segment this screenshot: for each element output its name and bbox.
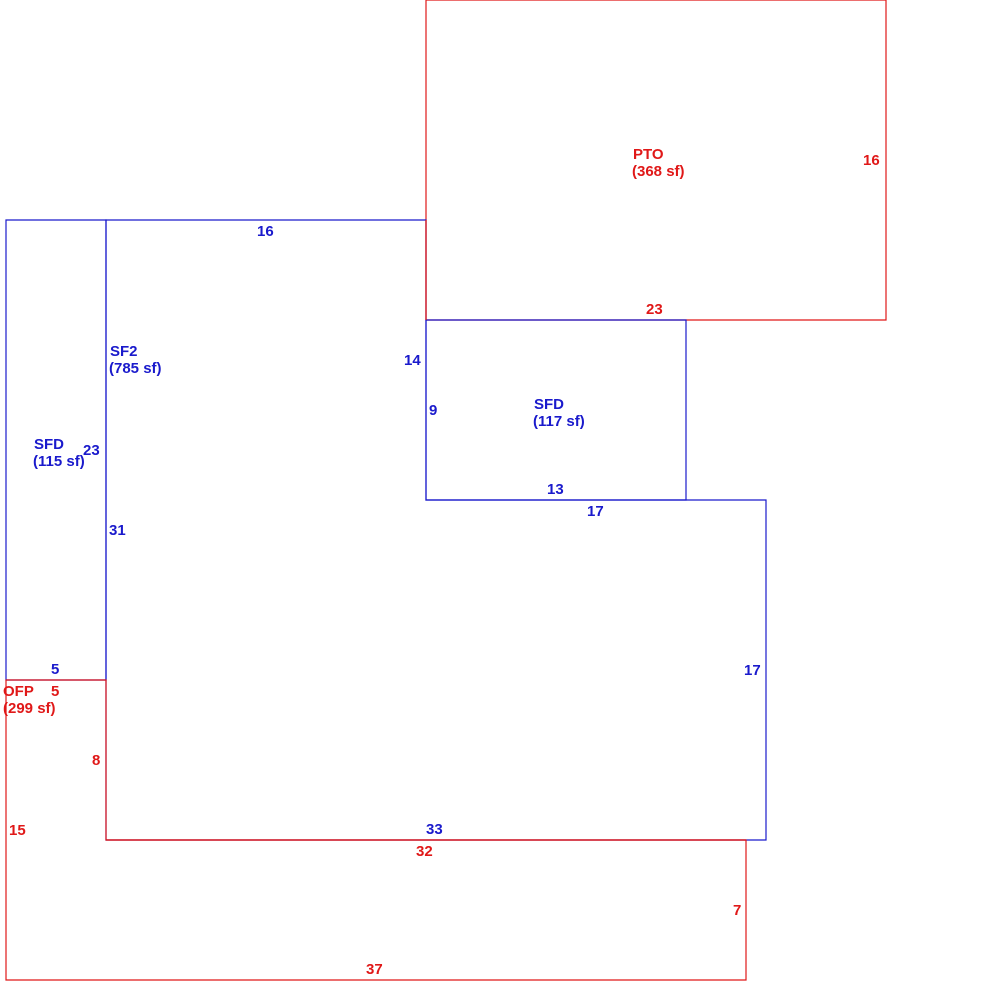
sfd-left-code: SFD (34, 436, 64, 453)
dim-sf2-right: 17 (744, 662, 761, 679)
ofp-code: OFP (3, 683, 34, 700)
dim-ofp-right: 7 (733, 902, 741, 919)
dim-ofp-inner-top: 32 (416, 843, 433, 860)
sfd-left-area: (115 sf) (33, 453, 85, 470)
dim-sfd-left-right: 23 (83, 442, 100, 459)
dim-sfd-small-left: 9 (429, 402, 437, 419)
dim-ofp-bottom: 37 (366, 961, 383, 978)
dim-ofp-left: 15 (9, 822, 26, 839)
dim-sf2-bottom: 33 (426, 821, 443, 838)
sf2-outline (105, 219, 767, 841)
dim-sf2-top: 16 (257, 223, 274, 240)
dim-sf2-step-top: 17 (587, 503, 604, 520)
dim-pto-right: 16 (863, 152, 880, 169)
sf2-area: (785 sf) (109, 360, 162, 377)
dim-sf2-left: 31 (109, 522, 126, 539)
dim-ofp-inner-right: 8 (92, 752, 100, 769)
pto-outline (425, 0, 887, 321)
ofp-area: (299 sf) (3, 700, 56, 717)
dim-ofp-top: 5 (51, 683, 59, 700)
ofp-outline (5, 679, 747, 981)
dim-sfd-small-bottom: 13 (547, 481, 564, 498)
sfd-small-code: SFD (534, 396, 564, 413)
dim-sf2-inner-left: 14 (404, 352, 421, 369)
dim-pto-bottom: 23 (646, 301, 663, 318)
sfd-small-area: (117 sf) (533, 413, 585, 430)
pto-code: PTO (633, 146, 664, 163)
sf2-code: SF2 (110, 343, 138, 360)
dim-sfd-left-bottom: 5 (51, 661, 59, 678)
pto-area: (368 sf) (632, 163, 685, 180)
